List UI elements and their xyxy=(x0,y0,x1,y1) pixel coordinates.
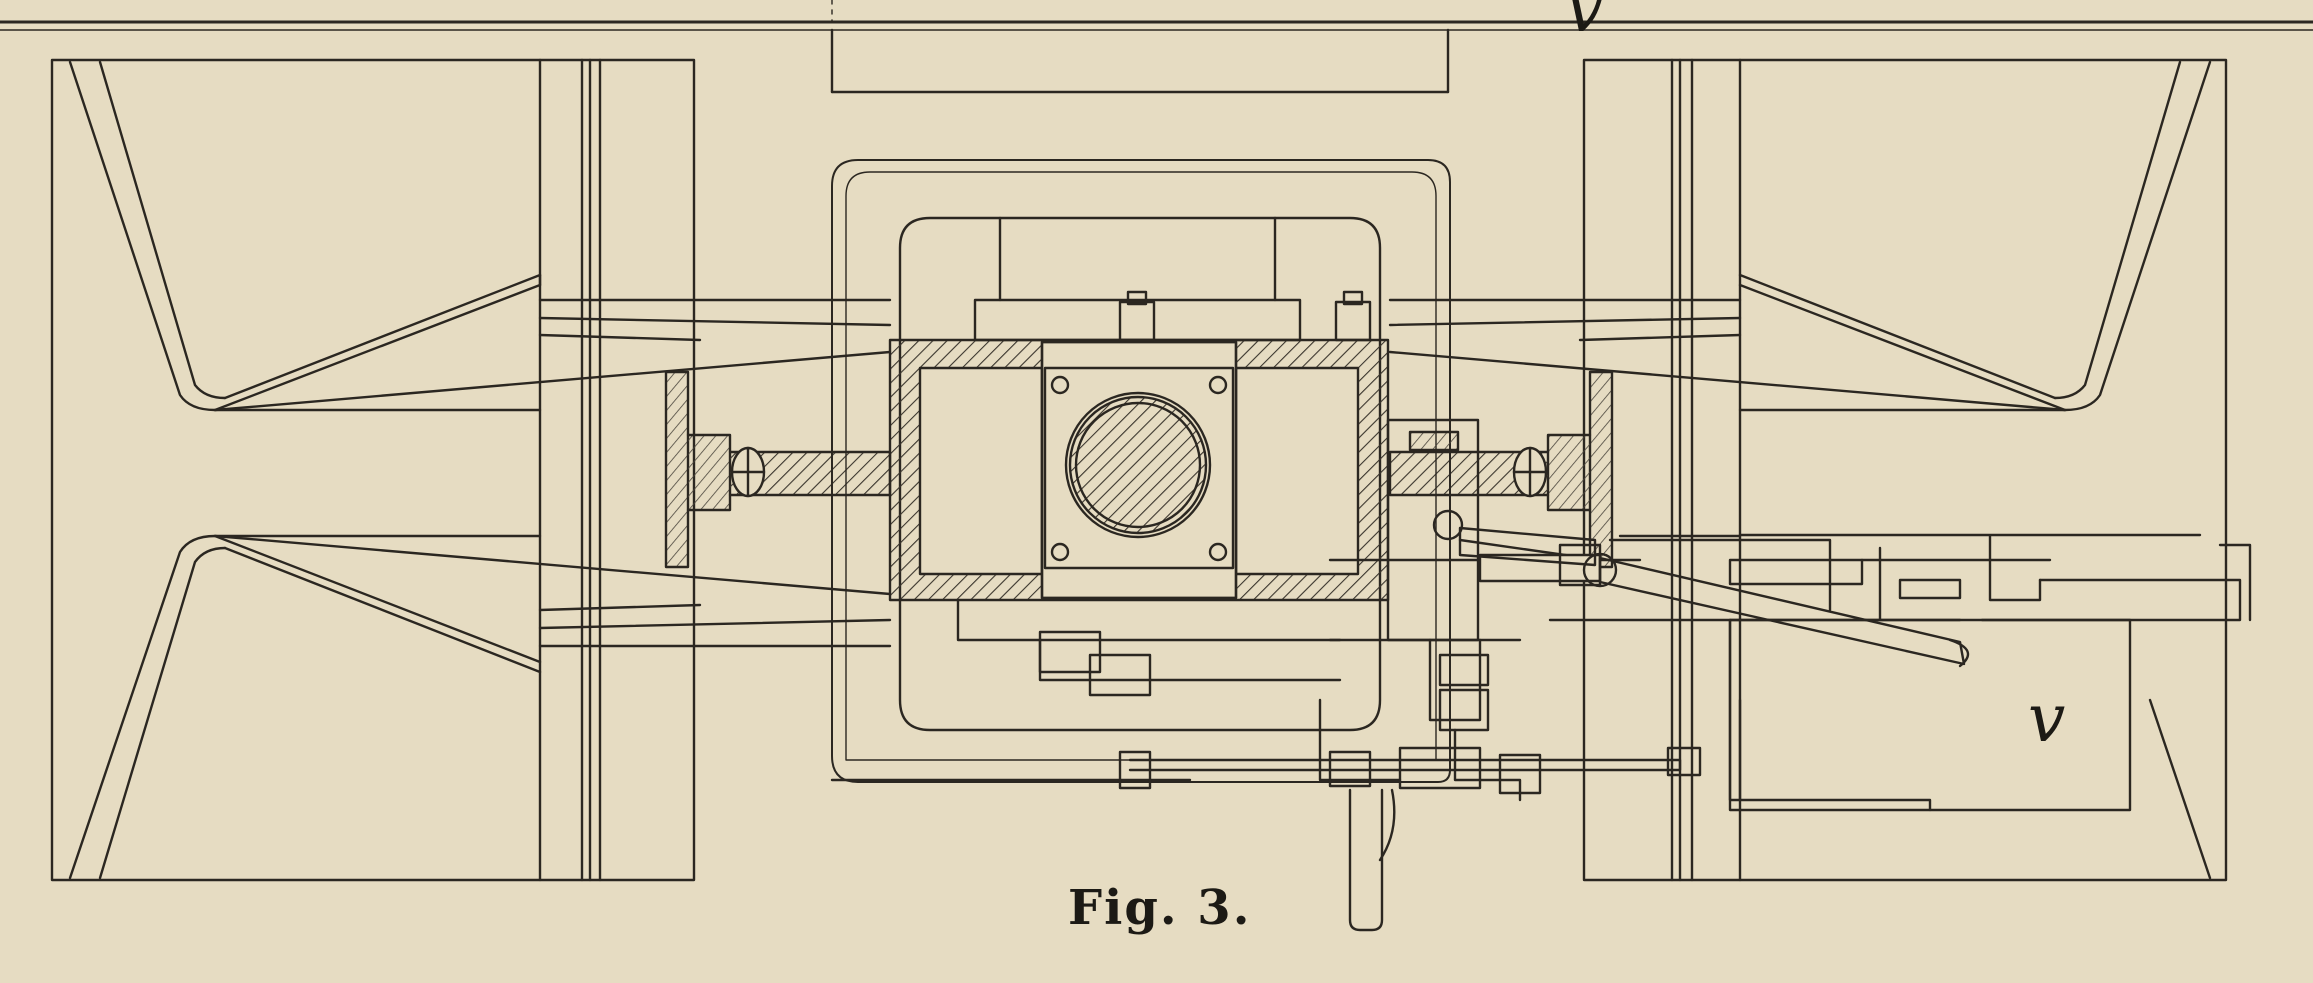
left-wheel xyxy=(50,58,892,882)
top-center-block xyxy=(830,0,1450,94)
lower-chassis xyxy=(830,598,1342,782)
linkage-mechanism xyxy=(1318,418,2252,812)
right-wheel xyxy=(1388,58,2228,882)
hub-bolt-right xyxy=(1334,290,1372,342)
bottom-lever xyxy=(1118,746,1702,932)
central-hub xyxy=(888,338,1390,602)
hub-bolt-left xyxy=(1118,290,1156,342)
right-axle xyxy=(1388,370,1614,569)
marker-v-top: v xyxy=(1566,0,1604,47)
figure-caption: Fig. 3. xyxy=(1068,880,1252,936)
marker-v-right: v xyxy=(2028,680,2066,757)
right-detail-lines xyxy=(1860,546,2052,622)
left-axle xyxy=(664,370,892,569)
